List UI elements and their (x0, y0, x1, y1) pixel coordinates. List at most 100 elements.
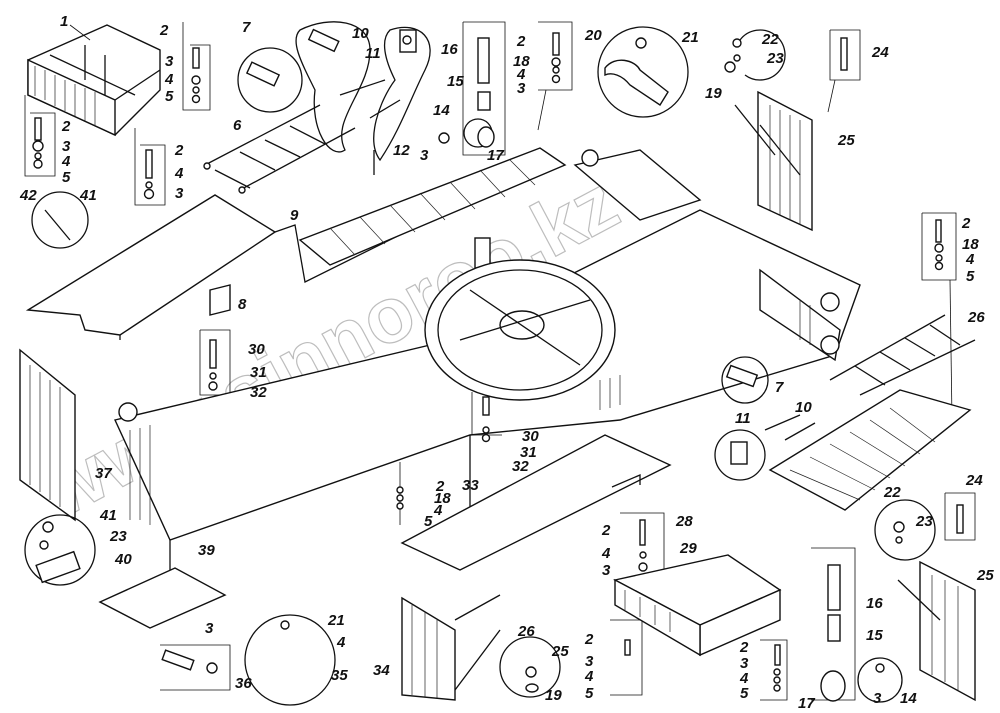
label-19: 19 (705, 85, 722, 102)
label-3: 3 (175, 185, 184, 202)
label-34: 34 (373, 662, 390, 679)
label-4: 4 (516, 66, 526, 83)
label-19: 19 (545, 687, 562, 704)
fastener-box-24-bottom (944, 492, 976, 541)
label-22: 22 (761, 31, 779, 48)
fastener-box-2-3-4-5-left (24, 95, 56, 177)
part-1-battery-box (27, 24, 161, 137)
label-22: 22 (883, 484, 901, 501)
label-8: 8 (238, 296, 247, 313)
label-2: 2 (961, 215, 971, 232)
label-4: 4 (584, 668, 594, 685)
label-2: 2 (174, 142, 184, 159)
fastener-box-24 (827, 29, 861, 113)
label-2: 2 (159, 22, 169, 39)
fastener-box-14-15-16-17-bottom (811, 547, 903, 703)
label-4: 4 (433, 502, 443, 519)
fastener-box-3-36 (160, 644, 231, 691)
label-9: 9 (290, 207, 299, 224)
callout-labels: 1 2 3 4 5 2 3 4 5 2 4 3 7 6 10 11 12 16 … (19, 13, 994, 712)
label-3: 3 (585, 653, 594, 670)
part-9-left-platform (25, 191, 471, 340)
right-ribbed-platform (714, 356, 972, 511)
label-3: 3 (420, 147, 429, 164)
label-2: 2 (435, 478, 445, 495)
part-22-23-19-callout (724, 29, 786, 81)
fastener-box-14-15-16-17 (438, 21, 506, 156)
label-17: 17 (798, 695, 815, 712)
fastener-box-2-3-4-5-bottom-right (760, 639, 788, 701)
label-24: 24 (965, 472, 983, 489)
part-25-step-panel-bottom (897, 560, 976, 702)
label-21: 21 (327, 612, 345, 629)
fastener-box-2-3-4-5-bottom (610, 619, 643, 696)
label-23: 23 (766, 50, 784, 67)
fastener-box-2-4-3-bottom (620, 512, 665, 581)
label-3: 3 (165, 53, 174, 70)
label-4: 4 (965, 251, 975, 268)
label-16: 16 (441, 41, 458, 58)
label-3: 3 (62, 138, 71, 155)
part-29-tool-box (612, 554, 782, 657)
part-6-ladder (203, 104, 356, 194)
part-19-25-26-callout (499, 636, 561, 698)
label-15: 15 (447, 73, 464, 90)
label-4: 4 (601, 545, 611, 562)
label-24: 24 (871, 44, 889, 61)
label-18: 18 (434, 490, 451, 507)
label-41: 41 (79, 187, 97, 204)
label-3: 3 (740, 655, 749, 672)
label-4: 4 (336, 634, 346, 651)
part-7-pin-callouts (237, 21, 371, 153)
label-40: 40 (114, 551, 132, 568)
fastener-box-2-3-4-5-top (182, 22, 211, 111)
label-31: 31 (520, 444, 537, 461)
part-20-bracket-callout (597, 26, 689, 118)
label-26: 26 (517, 623, 535, 640)
fastener-box-2-18-4-5-center (396, 462, 404, 525)
label-25: 25 (976, 567, 994, 584)
label-18: 18 (513, 53, 530, 70)
label-7: 7 (775, 379, 784, 396)
label-25: 25 (551, 643, 569, 660)
label-2: 2 (739, 639, 749, 656)
label-12: 12 (393, 142, 410, 159)
label-14: 14 (433, 102, 450, 119)
label-39: 39 (198, 542, 215, 559)
label-31: 31 (250, 364, 267, 381)
label-4: 4 (61, 153, 71, 170)
label-36: 36 (235, 675, 252, 692)
label-5: 5 (424, 513, 433, 530)
label-2: 2 (584, 631, 594, 648)
label-23: 23 (915, 513, 933, 530)
label-4: 4 (174, 165, 184, 182)
label-29: 29 (679, 540, 697, 557)
label-10: 10 (795, 399, 812, 416)
label-11: 11 (365, 45, 381, 62)
label-6: 6 (233, 117, 242, 134)
label-2: 2 (601, 522, 611, 539)
fastener-box-30-31-32-center (471, 392, 502, 443)
label-30: 30 (522, 428, 539, 445)
part-22-23-callout-bottom (874, 499, 936, 561)
label-30: 30 (248, 341, 265, 358)
label-37: 37 (95, 465, 112, 482)
label-41: 41 (99, 507, 117, 524)
label-16: 16 (866, 595, 883, 612)
label-5: 5 (740, 685, 749, 702)
label-5: 5 (62, 169, 71, 186)
label-3: 3 (873, 690, 882, 707)
label-32: 32 (250, 384, 267, 401)
label-21: 21 (681, 29, 699, 46)
label-4: 4 (739, 670, 749, 687)
part-28-cover-plate (400, 434, 672, 571)
label-3: 3 (205, 620, 214, 637)
main-chassis-frame (114, 149, 861, 600)
fastener-box-2-18-4-5-right (921, 212, 957, 421)
label-3: 3 (517, 80, 526, 97)
part-39-pad (98, 567, 227, 629)
part-10-11-12-pins (339, 26, 431, 175)
label-5: 5 (966, 268, 975, 285)
label-32: 32 (512, 458, 529, 475)
